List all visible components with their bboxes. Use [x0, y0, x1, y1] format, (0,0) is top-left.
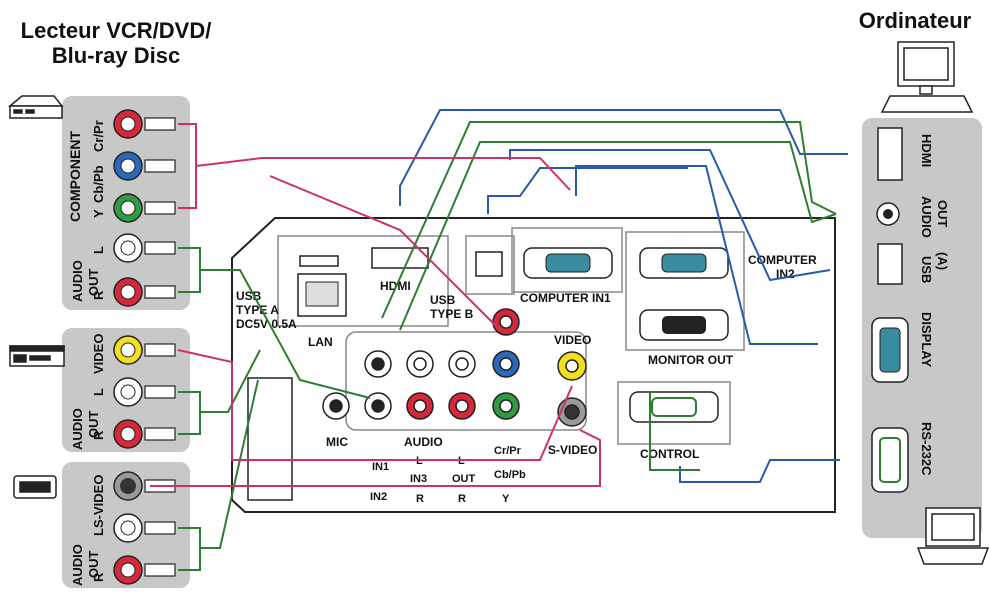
cable-s-video — [150, 429, 601, 487]
label-l-3: L — [91, 528, 106, 536]
cable-video — [177, 349, 573, 461]
dvd-player-icon — [9, 345, 65, 367]
label-cb-pb: Cb/Pb — [91, 165, 106, 203]
cable-rs232 — [679, 459, 840, 483]
label-audio-out-3: AUDIO — [70, 544, 85, 586]
usb-type-b-port — [475, 251, 503, 277]
cable-audio-in-2 — [399, 141, 837, 331]
jack-audio-r-2 — [113, 419, 143, 449]
control-port — [629, 391, 719, 423]
jack-cr-pr — [113, 109, 143, 139]
projector-body — [231, 217, 836, 513]
pc-hdmi-port — [877, 127, 903, 181]
source-heading-line1: Lecteur VCR/DVD/ — [20, 18, 212, 43]
label-audio-in: AUDIO — [404, 435, 443, 449]
label-y: Y — [91, 209, 106, 218]
pc-usb-port — [877, 243, 903, 285]
desktop-computer-icon — [880, 41, 974, 113]
laptop-icon — [916, 507, 990, 565]
label-out-3: OUT — [86, 551, 101, 579]
projector-jacks — [322, 308, 587, 427]
cable-audio-left-2 — [178, 349, 261, 435]
monitor-out-port — [639, 309, 729, 341]
jack-s-video — [113, 471, 143, 501]
cable-audio-left-3 — [178, 379, 259, 571]
label-usb-a-2: TYPE A — [236, 303, 279, 317]
label-r-2: R — [91, 430, 106, 440]
pc-display-port — [871, 317, 909, 383]
label-usb-a-pc: (A) — [935, 252, 950, 270]
jack-audio-l-1 — [113, 233, 143, 263]
label-l-2: L — [91, 388, 106, 396]
label-computer-in2-1: COMPUTER — [748, 253, 817, 267]
label-cr-pr-in: Cr/Pr — [494, 445, 522, 457]
label-display: DISPLAY — [919, 312, 934, 367]
jack-cb-pb — [113, 151, 143, 181]
cable-hdmi — [399, 109, 848, 206]
jack-audio-r-1 — [113, 277, 143, 307]
cable-usb-b — [487, 167, 688, 214]
label-usb-b-1: USB — [430, 293, 456, 307]
label-cb-pb-in: Cb/Pb — [494, 469, 526, 481]
label-audio-pc: AUDIO — [919, 196, 934, 238]
jack-y — [113, 193, 143, 223]
computer-heading: Ordinateur — [858, 8, 972, 33]
label-r-3: R — [91, 572, 106, 582]
source-heading: Lecteur VCR/DVD/ Blu-ray Disc — [0, 18, 232, 68]
label-r1: R — [416, 493, 424, 505]
label-s-video-in: S-VIDEO — [548, 443, 597, 457]
label-y-in: Y — [502, 493, 510, 505]
jack-audio-l-2 — [113, 377, 143, 407]
label-usb-a-3: DC5V 0.5A — [236, 317, 297, 331]
label-in2: IN2 — [370, 491, 387, 503]
label-cr-pr: Cr/Pr — [91, 120, 106, 152]
label-video-in: VIDEO — [554, 333, 591, 347]
label-in1: IN1 — [372, 461, 389, 473]
label-rs232c: RS-232C — [919, 422, 934, 476]
cables — [150, 109, 848, 571]
label-mic: MIC — [326, 435, 348, 449]
label-out: OUT — [452, 473, 476, 485]
left-plugs — [144, 117, 176, 577]
computer-in2-port — [639, 247, 729, 279]
cable-computer-in2 — [509, 149, 831, 282]
label-s-video: S-VIDEO — [91, 475, 106, 528]
cable-control — [649, 392, 700, 471]
jack-audio-r-3 — [113, 555, 143, 585]
label-monitor-out: MONITOR OUT — [648, 353, 734, 367]
label-r-1: R — [91, 290, 106, 300]
label-out-pc: OUT — [935, 200, 950, 228]
usb-type-a-port — [299, 255, 339, 267]
label-computer-in1: COMPUTER IN1 — [520, 291, 611, 305]
label-lan: LAN — [308, 335, 333, 349]
label-audio-out-2: AUDIO — [70, 408, 85, 450]
pc-audio-jack — [876, 202, 900, 226]
label-hdmi-out: HDMI — [919, 134, 934, 167]
computer-in1-port — [523, 247, 613, 279]
jack-video — [113, 335, 143, 365]
label-in3: IN3 — [410, 473, 427, 485]
cable-computer-in1 — [575, 165, 818, 345]
camera-icon — [13, 475, 57, 499]
label-usb-pc: USB — [919, 256, 934, 283]
label-audio-out-1: AUDIO — [70, 260, 85, 302]
label-r2: R — [458, 493, 466, 505]
label-usb-b-2: TYPE B — [430, 307, 474, 321]
pc-rs232c-port — [871, 427, 909, 493]
jack-audio-l-3 — [113, 513, 143, 543]
source-heading-line2: Blu-ray Disc — [51, 43, 181, 68]
label-out-2: OUT — [86, 411, 101, 439]
cable-component — [178, 123, 571, 331]
label-out-1: OUT — [86, 269, 101, 297]
label-control: CONTROL — [640, 447, 699, 461]
vcr-icon — [7, 95, 64, 119]
lan-port — [297, 273, 347, 317]
cable-audio-left-1 — [178, 247, 371, 399]
cable-audio-in-1 — [381, 121, 837, 319]
label-component: COMPONENT — [67, 131, 83, 222]
label-video: VIDEO — [91, 334, 106, 374]
label-l-1: L — [91, 246, 106, 254]
